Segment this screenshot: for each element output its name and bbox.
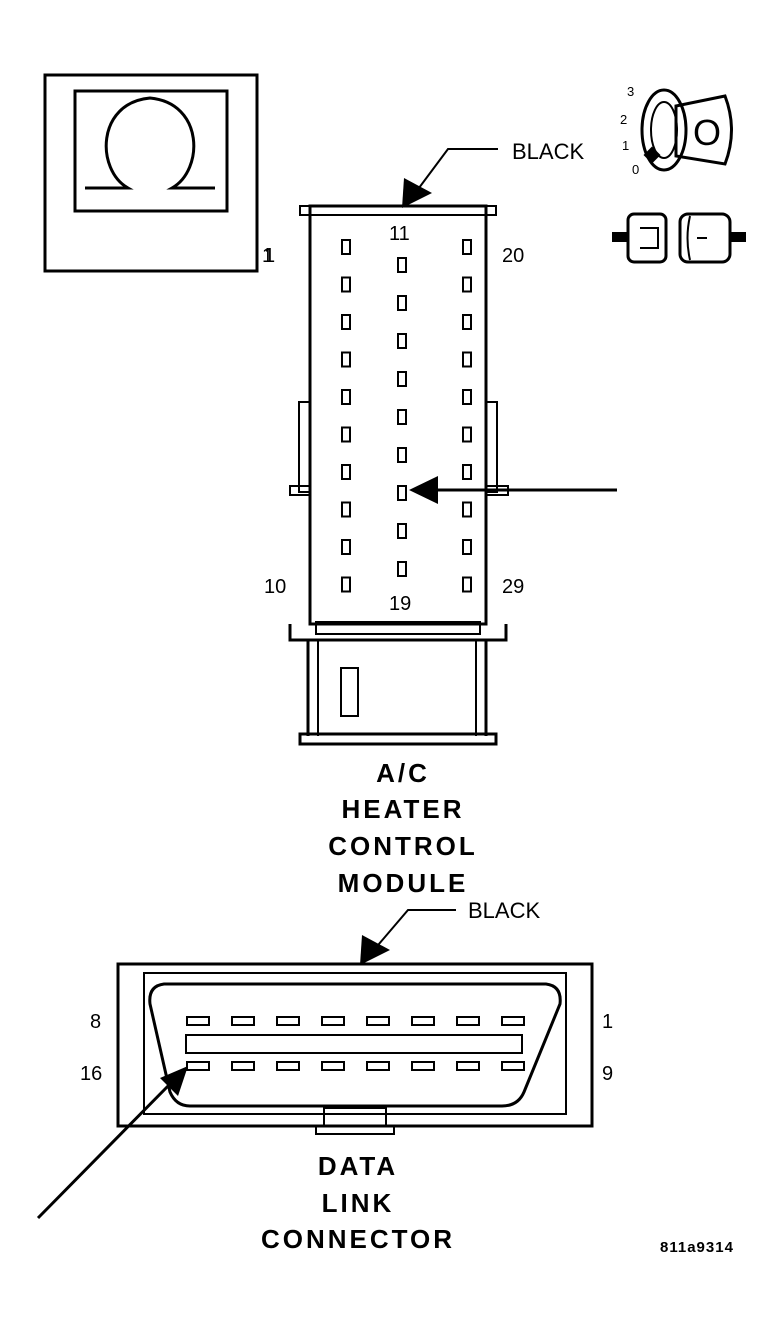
ignition-pos-0: 0 <box>632 162 639 177</box>
dlc-pin-16-label: 16 <box>80 1063 102 1085</box>
dlc-pin-cavity <box>231 1016 255 1026</box>
hvac-pin-cavity <box>462 464 472 480</box>
dlc-pin-cavity <box>411 1061 435 1071</box>
hvac-title-line-1: A/C <box>376 758 430 788</box>
hvac-pin-cavity <box>341 389 351 405</box>
hvac-pin-cavity <box>462 426 472 443</box>
hvac-pin-19-label: 19 <box>389 593 411 615</box>
hvac-connector: BLACK 11 1 20 10 29 19 A/C HEATER CONTRO… <box>264 139 617 898</box>
hvac-pin-cavity <box>462 501 472 518</box>
dlc-pin-8-label: 8 <box>90 1011 101 1033</box>
hvac-pin-11-label: 11 <box>389 223 410 245</box>
hvac-pin-cavity <box>397 371 407 387</box>
ignition-pos-2: 2 <box>620 112 627 127</box>
hvac-pin-cavity <box>397 409 407 425</box>
hvac-pin-cavity <box>341 501 351 518</box>
dlc-pin-cavity <box>501 1016 525 1026</box>
hvac-pin-cavity <box>341 314 351 330</box>
dlc-pin-cavity <box>321 1016 345 1026</box>
dlc-pin-1-label: 1 <box>602 1011 613 1033</box>
hvac-title-line-2: HEATER <box>342 794 465 824</box>
hvac-pin-cavity <box>397 523 407 539</box>
dlc-pin-cavity <box>276 1061 300 1071</box>
hvac-pin-cavity <box>397 447 407 463</box>
hvac-pin-10-label: 10 <box>264 576 286 598</box>
hvac-pin-cavity <box>397 333 407 349</box>
hvac-pin-cavity <box>462 389 472 405</box>
dlc-pin-cavity <box>411 1016 435 1026</box>
probe-arrow-icon <box>160 1066 188 1096</box>
hvac-pin-cavity <box>341 539 351 555</box>
hvac-pin-cavity <box>462 351 472 368</box>
ignition-switch-icon: 3 2 1 0 O <box>620 84 733 177</box>
dlc-pin-cavity <box>276 1016 300 1026</box>
ignition-pos-1: 1 <box>622 138 629 153</box>
dlc-color-label: BLACK <box>468 898 540 923</box>
hvac-pin-cavity <box>462 539 472 555</box>
hvac-pin-cavity <box>341 576 351 593</box>
hvac-pin-cavity <box>397 295 407 311</box>
hvac-pin-cavity <box>397 485 407 501</box>
connector-plug-icon <box>612 212 746 264</box>
dlc-pin-cavity <box>366 1016 390 1026</box>
ohmmeter-label: 1 <box>262 245 273 267</box>
ohm-meter-icon <box>85 96 215 190</box>
hvac-pin-cavity <box>341 276 351 293</box>
dlc-pin-cavity <box>321 1061 345 1071</box>
ohmmeter: 1 <box>43 73 273 273</box>
hvac-pin-cavity <box>341 464 351 480</box>
dlc-title-line-1: DATA <box>318 1151 398 1181</box>
dlc-pin-cavity <box>456 1016 480 1026</box>
hvac-pin-cavity <box>341 239 351 255</box>
hvac-title-line-4: MODULE <box>338 868 469 898</box>
hvac-title-line-3: CONTROL <box>328 831 478 861</box>
dlc-pin-cavity <box>366 1061 390 1071</box>
dlc-pin-cavity <box>501 1061 525 1071</box>
hvac-pin-cavity <box>462 276 472 293</box>
dlc-pin-cavity <box>186 1061 210 1071</box>
hvac-pin-cavities <box>341 239 472 593</box>
dlc-pin-cavity <box>456 1061 480 1071</box>
ignition-pos-3: 3 <box>627 84 634 99</box>
hvac-pin-20-label: 20 <box>502 245 524 267</box>
dlc-pin-cavity <box>186 1016 210 1026</box>
dlc-pin-cavities <box>186 1016 525 1071</box>
probe-arrow-icon <box>409 476 438 504</box>
dlc-title-line-3: CONNECTOR <box>261 1224 455 1254</box>
dlc-title-line-2: LINK <box>322 1188 395 1218</box>
hvac-pin-29-label: 29 <box>502 576 524 598</box>
hvac-pin-cavity <box>462 239 472 255</box>
ignition-key-label: O <box>693 112 721 153</box>
hvac-color-label: BLACK <box>512 139 584 164</box>
hvac-pin-cavity <box>341 426 351 443</box>
dlc-pin-9-label: 9 <box>602 1063 613 1085</box>
hvac-pin-cavity <box>397 561 407 577</box>
hvac-pin-cavity <box>397 257 407 273</box>
data-link-connector: BLACK 8 16 1 9 DATA LINK CONNECTOR <box>36 898 613 1254</box>
hvac-pin-cavity <box>462 314 472 330</box>
figure-code: 811a9314 <box>660 1239 734 1256</box>
hvac-pin-cavity <box>341 351 351 368</box>
dlc-pin-cavity <box>231 1061 255 1071</box>
hvac-pin-cavity <box>462 576 472 593</box>
hvac-pin-1-label: 1 <box>264 245 275 267</box>
